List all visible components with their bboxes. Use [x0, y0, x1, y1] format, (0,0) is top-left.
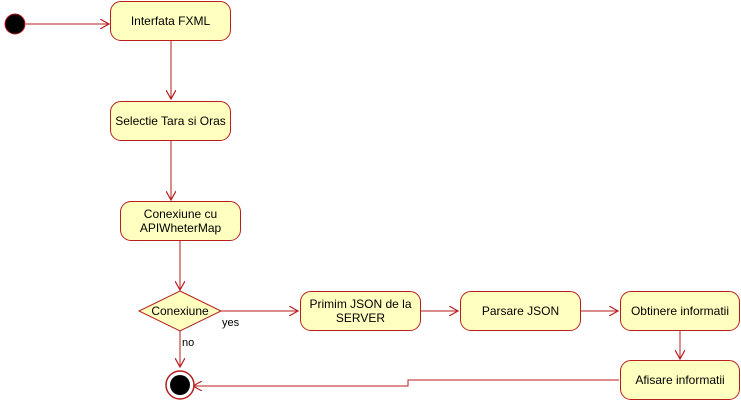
node-interfata-fxml: Interfata FXML: [110, 1, 231, 41]
node-obtinere-informatii: Obtinere informatii: [620, 291, 740, 331]
node-primim-json: Primim JSON de la SERVER: [300, 291, 421, 331]
initial-node: [4, 13, 26, 35]
final-node-inner: [170, 375, 190, 395]
node-selectie-tara-oras: Selectie Tara si Oras: [110, 101, 231, 141]
node-conexiune-api: Conexiune cu APIWheterMap: [120, 201, 241, 241]
node-conexiune-label-1: Conexiune cu: [143, 207, 218, 221]
decision-label: Conexiune: [151, 304, 209, 318]
edge-afisare-to-final: [193, 379, 619, 386]
node-conexiune-label-2: APIWheterMap: [139, 221, 222, 235]
node-selectie-label: Selectie Tara si Oras: [115, 114, 226, 128]
node-parsare-json: Parsare JSON: [460, 291, 581, 331]
node-afisare-label: Afisare informatii: [635, 373, 725, 387]
node-parsare-label: Parsare JSON: [481, 304, 560, 318]
node-obtinere-label: Obtinere informatii: [630, 304, 730, 318]
node-afisare-informatii: Afisare informatii: [620, 360, 740, 400]
decision-diamond: [137, 290, 223, 332]
node-interfata-label: Interfata FXML: [130, 14, 211, 28]
node-primim-label-2: SERVER: [335, 311, 386, 325]
edge-label-yes: yes: [222, 317, 240, 329]
edge-label-no: no: [182, 337, 195, 349]
node-primim-label-1: Primim JSON de la: [309, 297, 412, 311]
